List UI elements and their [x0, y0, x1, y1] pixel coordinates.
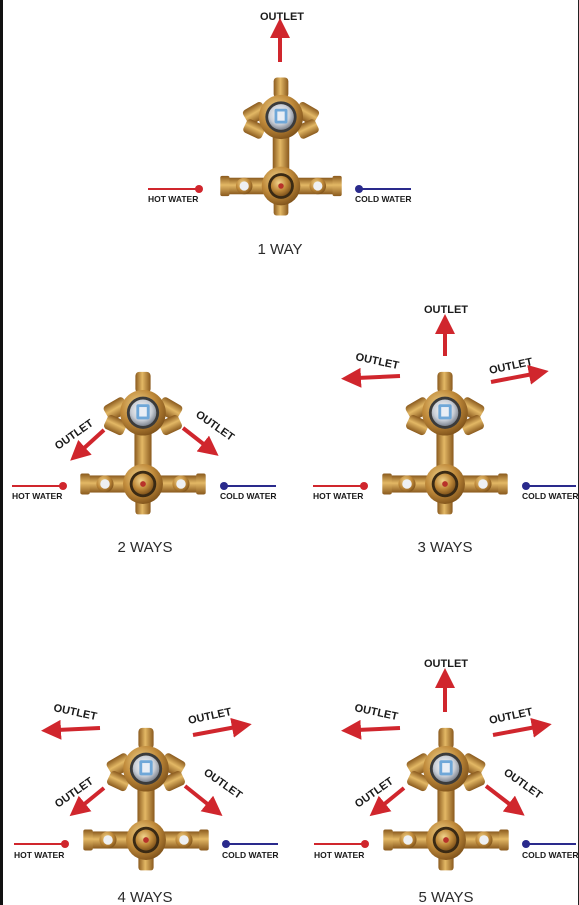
hot-dot-icon — [61, 840, 69, 848]
hot-water-label: HOT WATER — [313, 491, 363, 501]
outlet-label-upper-left: OUTLET — [52, 702, 98, 723]
outlet-label-right: OUTLET — [193, 409, 236, 444]
valve-icon — [83, 727, 209, 871]
outlet-arrow-lower-left-icon — [69, 786, 106, 817]
caption-4-ways: 4 WAYS — [117, 889, 172, 905]
valve-icon — [220, 77, 342, 216]
outlet-label: OUTLET — [260, 11, 304, 23]
caption-2-ways: 2 WAYS — [117, 539, 172, 556]
outlet-arrow-lower-right-icon — [183, 784, 223, 816]
outlet-arrow-lower-left-icon — [369, 786, 406, 817]
valve-icon — [383, 727, 509, 871]
cold-water-label: COLD WATER — [222, 850, 279, 860]
cold-water-label: COLD WATER — [220, 491, 277, 501]
cold-dot-icon — [355, 185, 363, 193]
hot-water-label: HOT WATER — [314, 850, 364, 860]
config-3-ways: OUTLET OUTLET OUTLET HOT WATER COLD WATE… — [313, 304, 579, 556]
valve-icon — [80, 371, 206, 515]
outlet-label-lower-left: OUTLET — [353, 775, 396, 810]
cold-dot-icon — [522, 482, 530, 490]
outlet-arrow-right-icon — [490, 364, 549, 385]
outlet-label-lower-right: OUTLET — [501, 767, 544, 802]
cold-water-label: COLD WATER — [355, 194, 412, 204]
hot-dot-icon — [195, 185, 203, 193]
outlet-arrow-right-icon — [181, 426, 219, 456]
outlet-label-upper-right: OUTLET — [187, 706, 233, 727]
cold-water-label: COLD WATER — [522, 850, 579, 860]
hot-water-label: HOT WATER — [12, 491, 62, 501]
outlet-arrow-upper-left-icon — [41, 719, 101, 740]
cold-dot-icon — [220, 482, 228, 490]
hot-dot-icon — [59, 482, 67, 490]
config-5-ways: OUTLET OUTLET OUTLET OUTLET OUTLET HOT W… — [314, 658, 579, 905]
outlet-arrow-left-icon — [70, 428, 106, 461]
outlet-label-lower-left: OUTLET — [53, 775, 96, 810]
outlet-label-upper-left: OUTLET — [353, 702, 399, 723]
config-1-way: OUTLET HOT WATER COLD WATER 1 WAY — [148, 11, 412, 258]
hot-water-label: HOT WATER — [14, 850, 64, 860]
hot-dot-icon — [361, 840, 369, 848]
caption-1-way: 1 WAY — [257, 241, 302, 258]
outlet-label-left: OUTLET — [53, 417, 96, 452]
outlet-arrow-upper-left-icon — [341, 719, 401, 740]
outlet-arrow-lower-right-icon — [484, 784, 525, 816]
config-4-ways: OUTLET OUTLET OUTLET OUTLET HOT WATER CO… — [14, 702, 279, 905]
cold-dot-icon — [522, 840, 530, 848]
outlet-arrow-upper-right-icon — [192, 717, 252, 738]
caption-5-ways: 5 WAYS — [418, 889, 473, 905]
caption-3-ways: 3 WAYS — [417, 539, 472, 556]
outlet-label-left: OUTLET — [354, 351, 400, 372]
valve-icon — [382, 371, 508, 515]
cold-dot-icon — [222, 840, 230, 848]
outlet-label-lower-right: OUTLET — [201, 767, 244, 802]
cold-water-label: COLD WATER — [522, 491, 579, 501]
config-2-ways: OUTLET OUTLET HOT WATER COLD WATER 2 WAY… — [12, 371, 277, 556]
hot-water-label: HOT WATER — [148, 194, 198, 204]
outlet-arrow-left-icon — [341, 367, 401, 388]
left-border — [0, 0, 3, 905]
outlet-label-top: OUTLET — [424, 658, 468, 670]
outlet-label-upper-right: OUTLET — [488, 706, 534, 727]
outlet-label-top: OUTLET — [424, 304, 468, 316]
hot-dot-icon — [360, 482, 368, 490]
outlet-arrow-upper-right-icon — [492, 717, 552, 738]
